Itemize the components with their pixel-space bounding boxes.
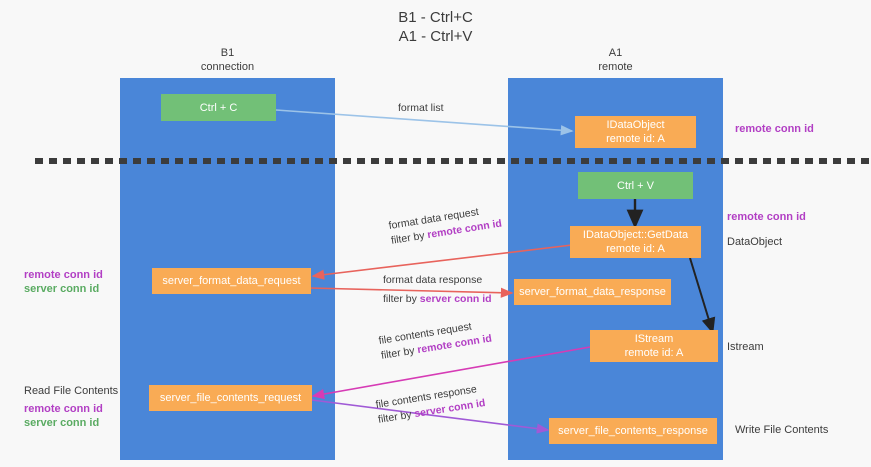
right-label-remote-conn-id-mid-text: remote conn id [727,211,806,223]
node-server-format-data-response-label: server_format_data_response [519,286,666,298]
node-server-file-contents-response[interactable]: server_file_contents_response [549,418,717,444]
node-ctrl-v-label: Ctrl + V [617,179,654,192]
arrow-format-data-response [309,287,514,298]
right-label-write-file-contents: Write File Contents [735,423,828,438]
node-idataobject-getdata-line1: IDataObject::GetData [582,229,689,241]
node-istream-line2: remote id: A [624,347,684,359]
right-label-istream-text: Istream [727,341,764,353]
node-server-file-contents-request-label: server_file_contents_request [159,392,302,404]
node-ctrl-v[interactable]: Ctrl + V [578,172,693,199]
left-label-remote-conn-id-mid: remote conn id [24,268,103,283]
edge-label-format-list: format list [398,101,444,116]
column-header-b1-sub: connection [200,61,255,73]
arrow-file-contents-response [311,399,550,434]
node-istream-line1: IStream [634,333,674,345]
edge-label-format-data-response-filter-key: server conn id [419,293,492,305]
node-ctrl-c[interactable]: Ctrl + C [161,94,276,121]
right-label-dataobject-text: DataObject [727,236,783,248]
left-label-remote-conn-id-bottom-text: remote conn id [24,403,103,415]
column-header-b1-name: B1 [220,47,235,59]
edge-label-format-data-response: format data response filter by server co… [383,273,492,307]
column-header-a1-sub: remote [598,61,633,73]
section-divider [35,158,871,164]
left-label-server-conn-id-bottom-text: server conn id [24,417,100,429]
arrow-format-list [275,109,574,136]
arrow-getdata-to-istream [689,257,716,334]
node-istream[interactable]: IStream remote id: A [590,330,718,362]
column-header-a1-name: A1 [608,47,623,59]
node-idataobject-getdata[interactable]: IDataObject::GetData remote id: A [570,226,701,258]
node-server-format-data-request-label: server_format_data_request [162,275,301,287]
left-label-read-file-contents-text: Read File Contents [24,385,119,397]
edge-label-format-data-response-filter: filter by server conn id [383,292,492,307]
node-idataobject[interactable]: IDataObject remote id: A [575,116,696,148]
page-title: B1 - Ctrl+C A1 - Ctrl+V [0,8,871,46]
arrow-file-contents-request [311,346,591,400]
title-line-2: A1 - Ctrl+V [398,28,473,45]
node-server-format-data-request[interactable]: server_format_data_request [152,268,311,294]
node-server-file-contents-request[interactable]: server_file_contents_request [149,385,312,411]
left-label-read-file-contents: Read File Contents [24,384,118,399]
node-server-file-contents-response-label: server_file_contents_response [558,425,708,437]
left-label-server-conn-id-mid: server conn id [24,282,99,297]
node-idataobject-line1: IDataObject [606,119,665,131]
title-line-1: B1 - Ctrl+C [398,9,473,26]
arrow-format-data-request [311,244,573,280]
edge-label-format-data-response-filter-prefix: filter by [383,293,420,305]
edge-label-format-list-text: format list [398,102,444,114]
right-label-write-file-contents-text: Write File Contents [735,424,829,436]
right-label-remote-conn-id-mid: remote conn id [727,210,806,225]
left-label-server-conn-id-mid-text: server conn id [24,283,100,295]
node-idataobject-line2: remote id: A [606,133,665,145]
node-idataobject-getdata-line2: remote id: A [606,243,665,255]
left-label-remote-conn-id-bottom: remote conn id [24,402,103,417]
edge-label-format-data-response-text: format data response [383,274,483,286]
column-header-a1: A1 remote [508,46,723,74]
column-header-b1: B1 connection [120,46,335,74]
node-ctrl-c-label: Ctrl + C [199,101,238,114]
node-server-format-data-response[interactable]: server_format_data_response [514,279,671,305]
left-label-server-conn-id-bottom: server conn id [24,416,99,431]
right-label-dataobject: DataObject [727,235,782,250]
right-label-istream: Istream [727,340,764,355]
right-label-remote-conn-id-top-text: remote conn id [735,123,814,135]
left-label-remote-conn-id-mid-text: remote conn id [24,269,103,281]
right-label-remote-conn-id-top: remote conn id [735,122,814,137]
